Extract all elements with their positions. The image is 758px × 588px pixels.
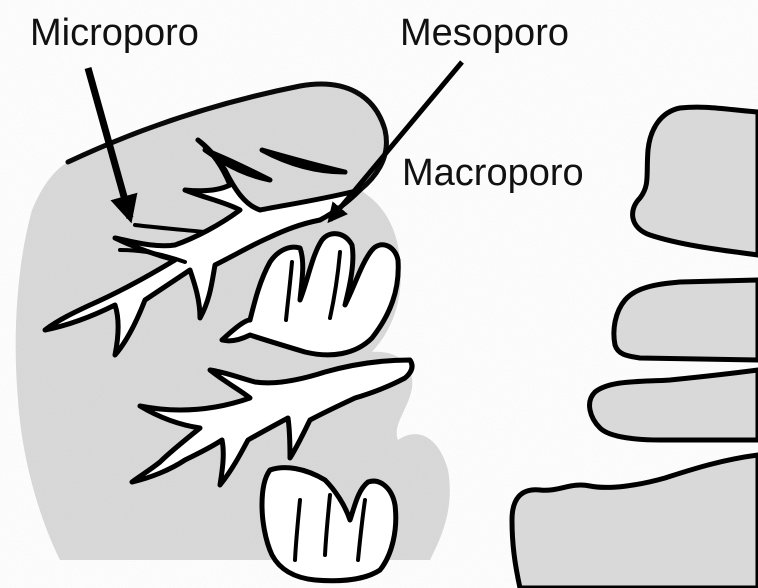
right-fragment-mid	[614, 280, 758, 360]
right-fragment-top	[633, 107, 758, 255]
micropore-label: Microporo	[30, 14, 199, 52]
macropore-label: Macroporo	[402, 154, 584, 192]
mesopore-label: Mesoporo	[400, 14, 569, 52]
